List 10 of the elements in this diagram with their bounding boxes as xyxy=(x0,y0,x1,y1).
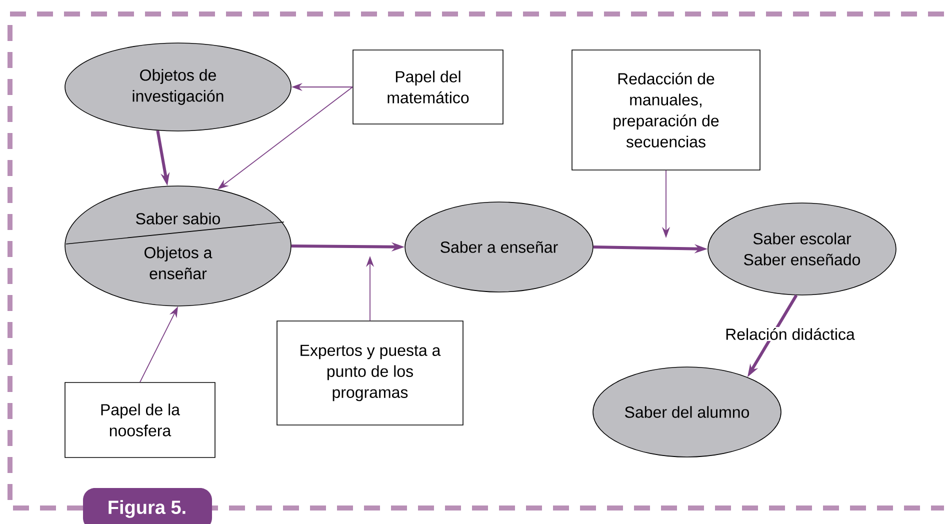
ellipse-node: Saber escolar Saber enseñado xyxy=(708,202,896,296)
edge-label: Relación didáctica xyxy=(724,327,856,341)
text-box: Papel de la noosfera xyxy=(64,382,216,458)
figure-badge: Figura 5. xyxy=(83,488,212,524)
ellipse-node: Objetos de investigación xyxy=(64,42,292,132)
ellipse-node: Saber del alumno xyxy=(592,366,782,458)
text-box: Papel del matemático xyxy=(352,50,504,124)
text-box: Expertos y puesta a punto de los programas xyxy=(276,320,464,426)
text-box: Redacción de manuales, preparación de secuencias xyxy=(572,50,760,170)
ellipse-node: Saber a enseñar xyxy=(404,202,594,292)
